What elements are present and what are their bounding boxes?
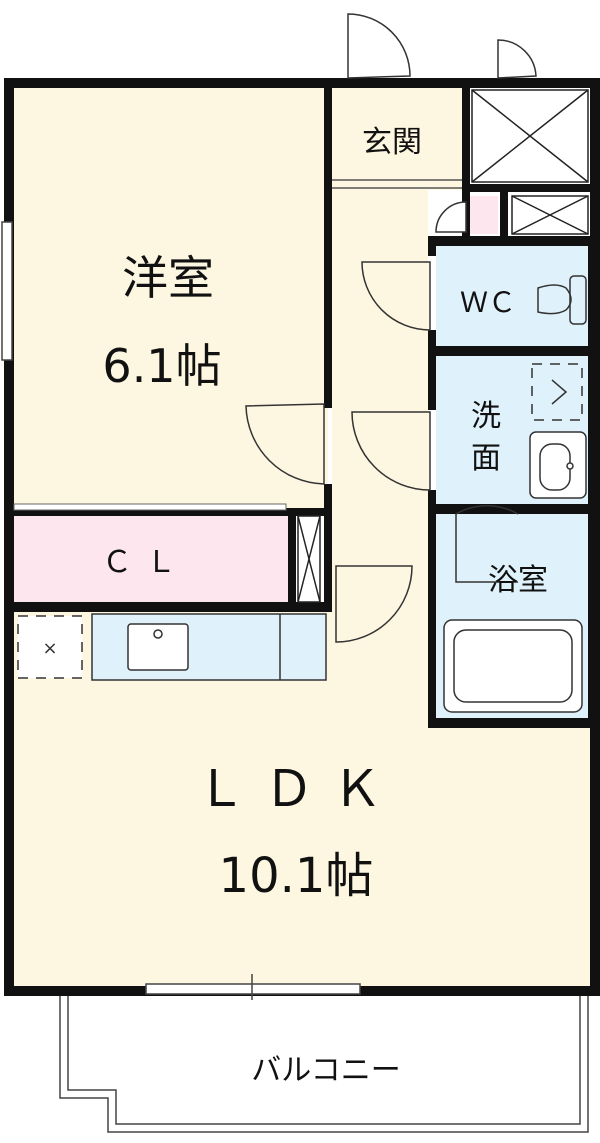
ventilation-icon-kitchen: ×: [17, 615, 83, 679]
window-left: [1, 221, 13, 361]
closet-label: ＣＬ: [102, 545, 190, 580]
pink-ps-floor: [470, 196, 498, 234]
cross-box-icon-small: [511, 195, 589, 235]
hall-floor: [332, 190, 428, 610]
balcony: [59, 996, 589, 1133]
toilet-icon: [537, 275, 587, 325]
western-room-name: 洋室: [122, 251, 214, 305]
wall-bath-bottom: [428, 718, 600, 728]
wall-shaft-top: [462, 78, 600, 88]
ldk-name: ＬＤＫ: [196, 760, 400, 818]
wall-wet-left-1: [428, 236, 436, 256]
entrance-floor: [332, 88, 464, 190]
bathtub-icon: [443, 619, 583, 713]
bath-label: 浴室: [488, 563, 548, 598]
sink-icon: [529, 431, 587, 499]
wall-wet-top: [428, 236, 600, 246]
wall-wet-left-2: [428, 330, 436, 410]
wall-wet-right: [588, 236, 600, 726]
closet-floor: [12, 516, 290, 602]
kitchen-counter: [91, 613, 327, 681]
wall-western-right-lower: [324, 484, 332, 608]
washroom-label-2: 面: [471, 441, 501, 476]
wall-shaft-inner: [500, 192, 508, 238]
wall-closet-top: [12, 508, 330, 516]
outer-wall-left: [4, 78, 14, 996]
door-swing-icon: [245, 13, 537, 643]
wc-label: ＷＣ: [460, 286, 516, 319]
wall-shaft-right: [590, 78, 600, 238]
svg-text:×: ×: [42, 638, 57, 659]
wall-closet-bottom: [12, 602, 332, 612]
cross-box-icon-closet: [297, 515, 321, 603]
ventilation-icon: [531, 363, 583, 421]
wall-wc-bottom: [428, 346, 600, 356]
wall-closet-right: [288, 508, 296, 608]
balcony-label: バルコニー: [251, 1053, 400, 1088]
wall-western-right: [324, 78, 332, 408]
entrance-label: 玄関: [362, 125, 422, 160]
ldk-size: 10.1帖: [219, 848, 374, 904]
wall-wet-left-3: [428, 490, 436, 726]
wall-entrance-right: [462, 78, 470, 236]
kitchen-sink-icon: [127, 614, 281, 680]
wall-shaft-mid: [462, 184, 600, 192]
wc-floor: [436, 246, 588, 348]
outer-wall-top-left: [4, 78, 470, 88]
western-room-size: 6.1帖: [102, 339, 221, 393]
closet-door-track: [13, 503, 287, 511]
wall-wash-bottom: [428, 504, 600, 514]
cross-box-icon: [471, 89, 589, 183]
washroom-label-1: 洗: [471, 399, 501, 434]
outer-wall-right: [590, 718, 600, 996]
window-bottom: [145, 974, 361, 1000]
